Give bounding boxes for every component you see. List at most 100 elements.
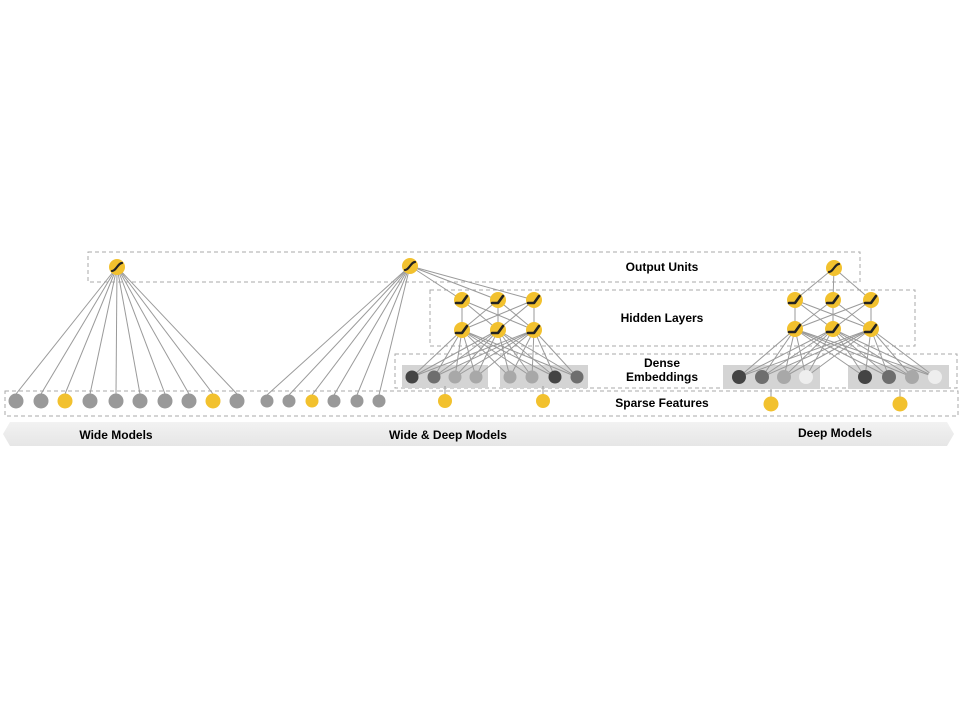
deep-embedding-edge	[864, 328, 872, 378]
wide-sparse-feature	[82, 393, 98, 409]
relu-unit-icon	[490, 322, 506, 338]
sigmoid-unit-icon	[402, 258, 418, 274]
deep-embedding-unit	[905, 370, 919, 384]
model-banner	[3, 422, 954, 446]
deep-embedding-unit	[858, 370, 872, 384]
wide-feature-edge	[115, 266, 118, 395]
wide-deep-sparse-feature	[327, 394, 341, 408]
wide-deep-embedding-edge	[461, 329, 578, 378]
dense-embeddings-label-line1: Dense	[644, 356, 680, 370]
wide-sparse-feature	[33, 393, 49, 409]
wide-deep-embedding-edge	[497, 329, 556, 378]
deep-embedding-unit	[732, 370, 746, 384]
relu-unit-icon	[787, 292, 803, 308]
deep-embedding-edge	[870, 328, 890, 378]
wide-deep-embedding-edge	[461, 329, 511, 378]
deep-embedding-unit	[777, 370, 791, 384]
wide-deep-embedding-edge	[497, 329, 511, 378]
wide-models-label: Wide Models	[79, 428, 153, 442]
deep-embedding-edge	[870, 328, 936, 378]
wide-feature-edge	[40, 266, 118, 395]
wide-deep-output-edge	[409, 265, 463, 301]
wide-deep-wide-edge	[266, 265, 411, 396]
wide-deep-hidden-edge	[461, 299, 535, 331]
wide-deep-sparse-feature	[372, 394, 386, 408]
wide-deep-output-edge	[409, 265, 535, 301]
wide-deep-wide-edge	[378, 265, 411, 396]
wide-sparse-feature	[132, 393, 148, 409]
wide-deep-embedding-edge	[461, 329, 477, 378]
dense-embeddings-region	[394, 353, 958, 389]
wide-deep-wide-edge	[333, 265, 411, 396]
wide-feature-edge	[116, 266, 190, 395]
deep-embedding-edge	[783, 328, 834, 378]
relu-unit-icon	[863, 292, 879, 308]
deep-embedding-unit	[755, 370, 769, 384]
deep-models-label: Deep Models	[798, 426, 872, 440]
wide-deep-embedding-edge	[475, 329, 535, 378]
wide-deep-embedding-edge	[497, 329, 578, 378]
deep-embedding-edge	[783, 328, 872, 378]
sigmoid-unit-icon	[109, 259, 125, 275]
deep-sparse-feature	[763, 396, 779, 412]
relu-unit-icon	[787, 321, 803, 337]
wide-deep-sparse-feature	[350, 394, 364, 408]
relu-unit-icon	[825, 292, 841, 308]
deep-embedding-unit	[799, 370, 813, 384]
wide-deep-wide-edge	[356, 265, 411, 396]
wide-deep-sparse-feature	[282, 394, 296, 408]
wide-deep-embedding-edge	[533, 329, 578, 378]
wide-deep-embedding-unit	[448, 370, 462, 384]
wide-deep-embedding-edge	[411, 329, 499, 378]
wide-sparse-feature	[205, 393, 221, 409]
deep-embedding-edge	[870, 328, 913, 378]
wide-deep-embedding-edge	[411, 329, 463, 378]
wide-deep-embedding-edge	[433, 329, 499, 378]
deep-embedding-edge	[805, 328, 872, 378]
wide-deep-models-label: Wide & Deep Models	[389, 428, 507, 442]
sparse-features-region	[4, 390, 959, 417]
wide-deep-embedding-edge	[454, 329, 499, 378]
hidden-layers-label: Hidden Layers	[621, 311, 704, 325]
wide-deep-embedding-unit	[548, 370, 562, 384]
wide-deep-embedding-edge	[411, 329, 535, 378]
relu-unit-icon	[490, 292, 506, 308]
deep-embedding-edge	[794, 328, 913, 378]
deep-embedding-edge	[761, 328, 872, 378]
relu-unit-icon	[454, 292, 470, 308]
wide-deep-sparse-feature	[536, 394, 550, 408]
relu-unit-icon	[825, 321, 841, 337]
wide-deep-embedding-unit	[405, 370, 419, 384]
wide-deep-wide-edge	[288, 265, 411, 396]
deep-embedding-edge	[761, 328, 834, 378]
wide-deep-embedding-unit	[525, 370, 539, 384]
hidden-layers-region	[429, 289, 916, 347]
wide-deep-embedding-edge	[433, 329, 535, 378]
wide-deep-sparse-feature	[438, 394, 452, 408]
deep-embedding-edge	[832, 328, 936, 378]
relu-unit-icon	[863, 321, 879, 337]
wide-deep-embedding-edge	[433, 329, 463, 378]
deep-embedding-edge	[805, 328, 834, 378]
deep-embedding-edge	[832, 328, 890, 378]
wide-deep-embedding-edge	[509, 329, 535, 378]
wide-deep-sparse-feature	[260, 394, 274, 408]
wide-deep-embedding-unit	[503, 370, 517, 384]
wide-deep-embedding-unit	[469, 370, 483, 384]
wide-deep-embedding-unit	[570, 370, 584, 384]
deep-embedding-edge	[738, 328, 796, 378]
deep-embedding-edge	[794, 328, 936, 378]
wide-deep-sparse-feature	[305, 394, 319, 408]
relu-unit-icon	[526, 292, 542, 308]
deep-embedding-edge	[794, 328, 807, 378]
wide-deep-wide-edge	[311, 265, 411, 396]
wide-feature-edge	[116, 266, 238, 395]
deep-sparse-feature	[892, 396, 908, 412]
wide-sparse-feature	[108, 393, 124, 409]
wide-sparse-feature	[157, 393, 173, 409]
wide-deep-embedding-edge	[454, 329, 535, 378]
wide-sparse-feature	[181, 393, 197, 409]
wide-deep-embedding-edge	[461, 329, 556, 378]
deep-embedding-edge	[794, 328, 890, 378]
